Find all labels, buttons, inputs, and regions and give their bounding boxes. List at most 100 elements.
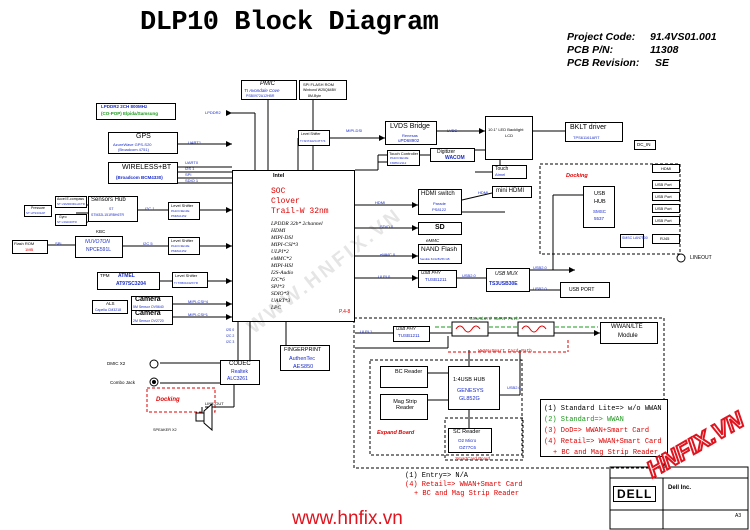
- hdmi-switch-line1: Parade: [433, 201, 446, 206]
- wireless-bus-sdio1: SDIO 1: [185, 178, 199, 183]
- soc-interface-item: SPI*3: [271, 284, 285, 290]
- kbc-line2: NPCE591L: [86, 247, 112, 253]
- lvds-line1: Renesas: [402, 133, 418, 138]
- sc-reader-l1: O2 Micro: [458, 438, 477, 443]
- sc-reader-block: SC Reader O2 Micro OZ77C6: [448, 428, 492, 453]
- pcb-pn-value: 11308: [650, 44, 679, 56]
- expand-usb-bus: USB2.0: [507, 385, 521, 390]
- wireless-bus-uart0: UART0: [185, 160, 199, 165]
- wwan-smartcard-path: WWAN+Smart Card Path: [478, 349, 533, 354]
- bklt-title: BKLT driver: [570, 124, 607, 131]
- flash-rom-line1: 1MB: [25, 247, 34, 252]
- camera2-bus: MIPI-CSI*1: [188, 312, 209, 317]
- bc-reader-l1: BC Reader: [395, 369, 423, 375]
- sc-reader-title: SC Reader: [453, 429, 481, 435]
- ls1-line3: PMMA1152: [171, 214, 187, 218]
- lvds-bridge-block: LVDS Bridge Renesas uPD68902: [385, 121, 437, 145]
- smartcard-board-title: SmartCard Board: [455, 456, 491, 461]
- docking-left-title: Docking: [156, 397, 180, 403]
- soc-interface-item: ULPI*2: [271, 249, 289, 255]
- codec-bus-i2s0: I2S 0: [226, 328, 235, 332]
- fingerprint-block: FINGERPRINT AuthenTec AES850: [280, 345, 330, 371]
- camera-2m-block: Camera 2M Sensor OV2720: [131, 310, 173, 325]
- lvds-line2: uPD68902: [398, 138, 420, 143]
- dock-hub-l3: SMSC: [593, 209, 607, 214]
- soc-interface-item: LPC: [271, 305, 282, 311]
- expand-board-title: Expand Board: [377, 430, 415, 436]
- touch-title: Touch: [495, 166, 509, 172]
- legend-bottom-item: (4) Retail=> WWAN+Smart Card: [405, 481, 523, 489]
- dock-usb-port: USB Port: [652, 216, 680, 225]
- kbc-bus-label: I2C 5: [143, 241, 153, 246]
- docking-usb-hub-block: USB HUB SMSC 5537: [583, 186, 615, 228]
- ls3-line2: TI TXB0104ZXYR: [174, 281, 198, 285]
- spi-flash-rom-block: SPI FLASH ROM Winbond W25Q64BV 8M-Byte: [299, 80, 347, 100]
- usb-mux-bus1: USB2.0: [462, 273, 476, 278]
- emmc-line1: Sandisk 64/128/256 GB: [420, 257, 450, 261]
- als-title: ALS: [106, 301, 115, 306]
- legend-right-item: (4) Retail=> WWAN+Smart Card: [544, 438, 662, 446]
- ls3-line1: Level Shifter: [175, 273, 198, 278]
- usb-phy2-line1: TUSB1211: [398, 333, 420, 338]
- fingerprint-title: FINGERPRINT: [284, 347, 322, 353]
- pressure-title: Pressure: [31, 206, 46, 210]
- lpddr-line2: (CO-POP) Elpida/Samsung: [101, 111, 159, 116]
- legend-right-item: (2) Standard=> WWAN: [544, 416, 624, 424]
- footer-watermark-url: www.hnfix.vn: [292, 508, 403, 529]
- pmic-title: PMIC: [260, 81, 275, 87]
- dock-usb-port-label: USB Port: [655, 194, 672, 199]
- sensors-hub-block: Sensors Hub ST STM32L151RBH6TR: [88, 196, 138, 222]
- lan-chip-label: SMSC LAN7500: [622, 236, 648, 240]
- soc-interface-item: MIPI-DSI: [271, 235, 293, 241]
- sensors-bus-label: I2C 1: [145, 206, 155, 211]
- touch-ctrl-line1: PA1FC3E13E: [390, 156, 409, 160]
- soc-interface-item: UART*3: [271, 298, 291, 304]
- wwan-line1: Module: [618, 333, 638, 339]
- camera1-bus: MIPI-CSI*4: [188, 299, 209, 304]
- soc-interface-item: LPDDR 32b* 2channel: [271, 221, 323, 227]
- project-code-label: Project Code:: [567, 31, 636, 43]
- mini-hdmi-bus: HDMI: [478, 190, 489, 195]
- sheet-size: A3: [735, 513, 742, 519]
- legend-right-item: (1) Standard Lite=> w/o WWAN: [544, 405, 662, 413]
- pcb-rev-value: SE: [655, 57, 670, 69]
- dock-usb-port-label: USB Port: [655, 182, 672, 187]
- gyro-title: Gyro: [59, 215, 67, 219]
- wireless-line1: (Broadcom BCM4330): [116, 175, 163, 180]
- gyro-block: Gyro ST L3GD20TR: [55, 214, 87, 226]
- dock-hdmi-label: HDMI: [661, 166, 672, 171]
- sc-reader-l2: OZ77C6: [459, 445, 477, 450]
- legend-bottom-item: (1) Entry=> N/A: [405, 472, 469, 480]
- dock-usb-port: USB Port: [652, 180, 680, 189]
- emmc-bus: eMMC 0: [380, 252, 396, 257]
- gps-title: GPS: [136, 133, 151, 140]
- emmc-title: NAND Flash: [421, 246, 458, 253]
- dock-rj45-block: RJ45: [652, 234, 680, 244]
- usb-phy-line1: TUSB1211: [425, 277, 447, 282]
- soc-interface-item: eMMC*2: [271, 256, 292, 262]
- level-shifter-hdmi-l1: Level Shifter: [301, 132, 321, 136]
- ls2-line2: PA1FC3E13E: [171, 244, 190, 248]
- dock-hdmi-block: HDMI: [652, 164, 680, 173]
- lpddr-line1: LPDDR2 2CH 800MHz: [101, 104, 148, 109]
- legend-right-list: (1) Standard Lite=> w/o WWAN (2) Standard…: [544, 404, 662, 459]
- dock-hub-l1: USB: [594, 191, 606, 197]
- level-shifter-hdmi-l2: TI SN74AVC4T774: [300, 139, 326, 143]
- codec-bus-i2c3: I2C 3: [226, 340, 235, 344]
- lcd-line2: LCD: [505, 133, 514, 138]
- spi-rom-title: SPI FLASH ROM: [303, 82, 334, 87]
- hdmi-switch-title: HDMI switch: [421, 191, 455, 197]
- gps-block: GPS AzureWave GPS-S20 (Broadcom 4751): [108, 132, 178, 154]
- pcb-pn-label: PCB P/N:: [567, 44, 614, 56]
- touch-controller-block: Touch Controller PA1FC3E13E FM86C2112: [387, 150, 420, 166]
- digitizer-title: Digitizer: [437, 149, 456, 155]
- docking-left-line: LINE-OUT: [205, 401, 224, 406]
- bklt-line1: TPS61161ART: [573, 135, 600, 140]
- soc-interface-item: HDMI: [271, 228, 286, 234]
- flash-rom-title: Flash ROM: [14, 241, 35, 246]
- usb-mux-block: USB MUX TS3USB30E: [486, 268, 530, 292]
- level-shifter-3-block: Level Shifter TI TXB0104ZXYR: [172, 272, 208, 288]
- usb-phy2-title: USB PHY: [396, 326, 416, 331]
- accel-line1: ST LSM303DLHCTR: [57, 202, 85, 206]
